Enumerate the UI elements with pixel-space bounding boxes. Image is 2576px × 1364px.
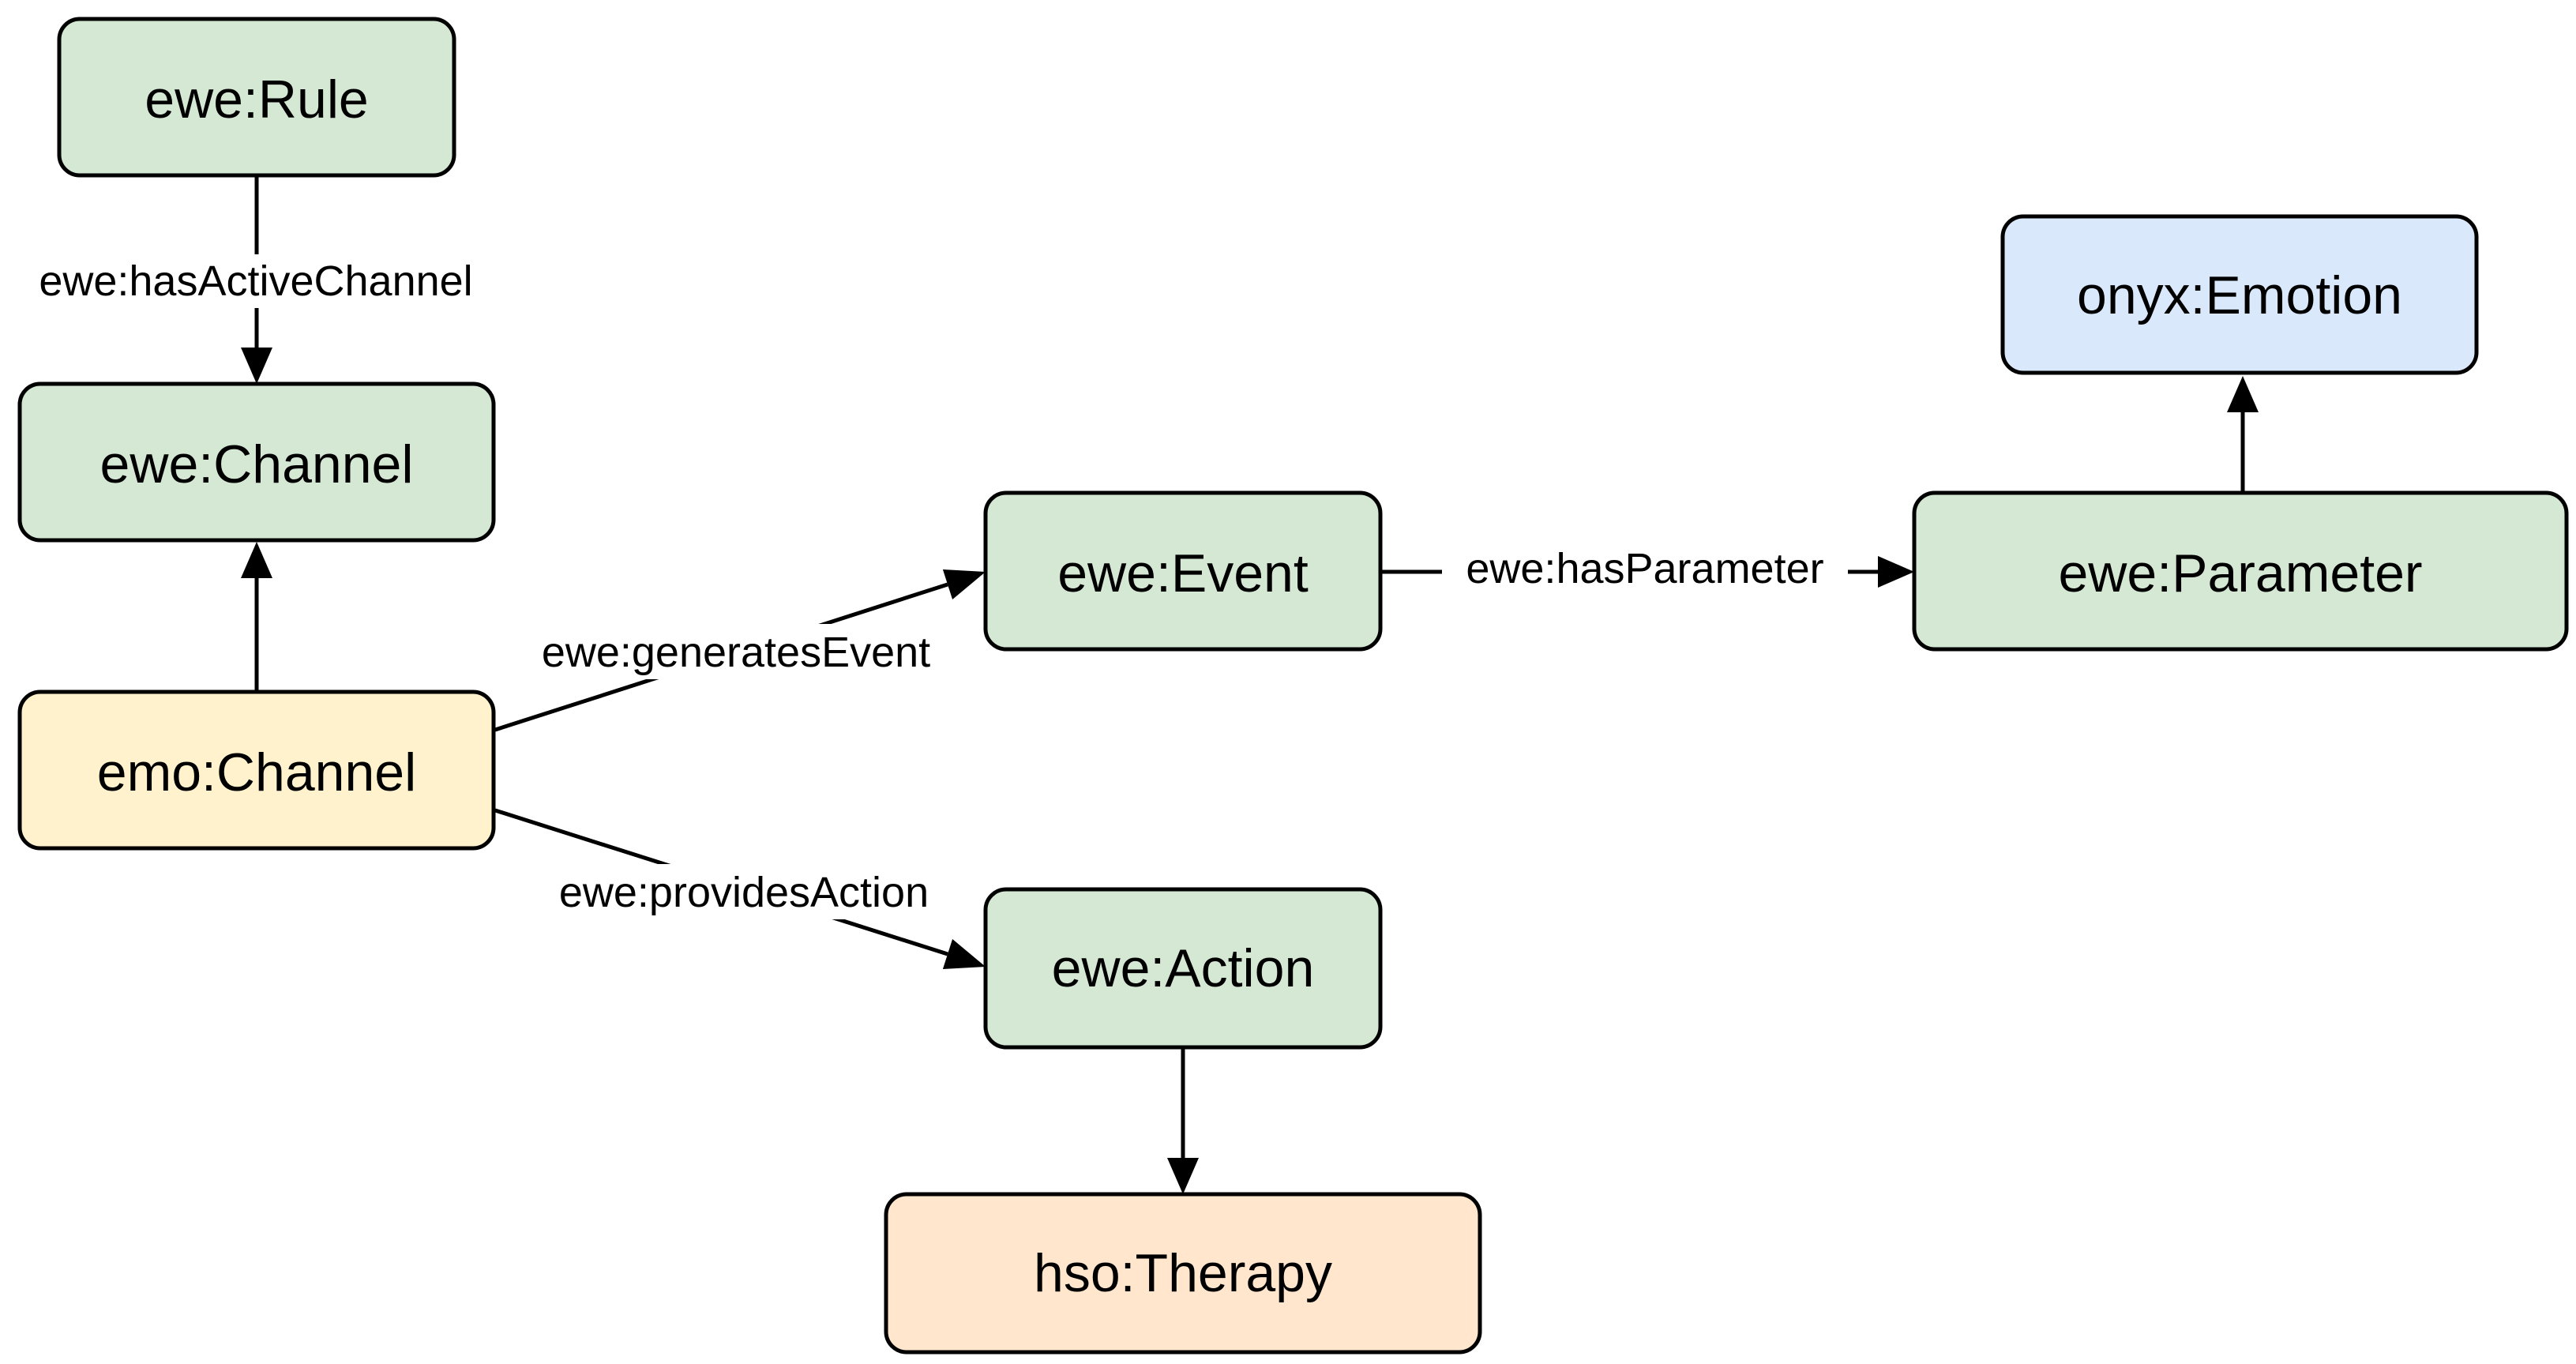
edge-action-to-therapy <box>1167 1047 1199 1194</box>
node-ewe-event: ewe:Event <box>983 490 1383 652</box>
node-ewe-channel: ewe:Channel <box>17 381 496 543</box>
edge-label-has-parameter: ewe:hasParameter <box>1466 545 1823 592</box>
edge-label-bg <box>515 624 957 679</box>
node-label: ewe:Action <box>1052 938 1315 998</box>
edge-label-bg <box>14 254 498 308</box>
node-label: ewe:Channel <box>100 434 414 494</box>
edge-label-generates-event: ewe:generatesEvent <box>542 629 930 676</box>
node-box <box>1912 490 2569 652</box>
node-onyx-emotion: onyx:Emotion <box>2000 214 2479 375</box>
edge-has-parameter: ewe:hasParameter <box>1382 542 1914 596</box>
node-emo-channel: emo:Channel <box>17 690 496 851</box>
node-box <box>17 381 496 543</box>
node-ewe-rule: ewe:Rule <box>57 17 456 178</box>
edge-label-bg <box>529 864 952 919</box>
arrowhead <box>942 939 986 969</box>
node-box <box>57 17 456 178</box>
edge-parameter-to-emotion <box>2227 376 2259 493</box>
edge-label-has-active-channel: ewe:hasActiveChannel <box>39 257 472 305</box>
edge-generates-event: ewe:generatesEvent <box>494 569 986 732</box>
node-ewe-parameter: ewe:Parameter <box>1912 490 2569 652</box>
node-box <box>983 490 1383 652</box>
arrowhead <box>1167 1158 1199 1194</box>
arrowhead <box>942 569 986 599</box>
arrowhead <box>241 348 272 384</box>
node-label: ewe:Event <box>1057 543 1309 603</box>
node-label: ewe:Parameter <box>2058 543 2422 603</box>
edge-emo-to-channel <box>241 542 272 692</box>
edge-provides-action: ewe:providesAction <box>494 808 986 969</box>
edge-has-active-channel: ewe:hasActiveChannel <box>14 175 498 384</box>
edge-label-bg <box>1442 542 1848 596</box>
node-box <box>884 1192 1482 1355</box>
node-ewe-action: ewe:Action <box>983 887 1383 1050</box>
node-label: ewe:Rule <box>145 70 369 130</box>
node-label: emo:Channel <box>97 742 416 802</box>
node-label: hso:Therapy <box>1034 1243 1332 1303</box>
arrowhead <box>241 542 272 578</box>
arrowhead <box>2227 376 2259 412</box>
node-box <box>983 887 1383 1050</box>
arrowhead <box>1878 556 1914 588</box>
node-box <box>2000 214 2479 375</box>
node-hso-therapy: hso:Therapy <box>884 1192 1482 1355</box>
node-box <box>17 690 496 851</box>
edge-label-provides-action: ewe:providesAction <box>559 869 929 916</box>
node-label: onyx:Emotion <box>2077 265 2402 325</box>
